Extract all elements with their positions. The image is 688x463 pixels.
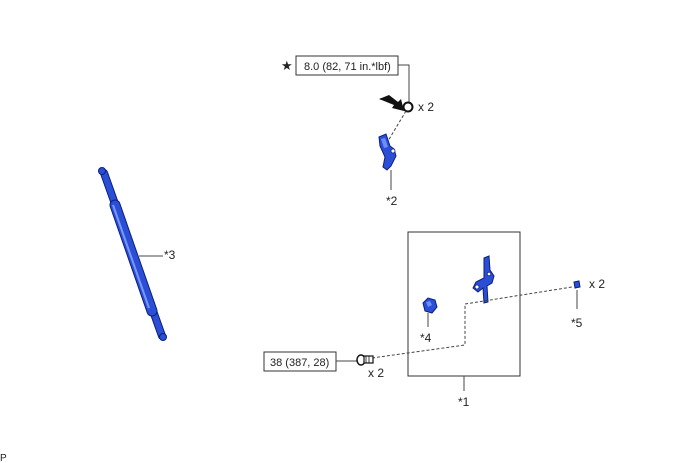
star-icon: ★ — [281, 59, 293, 74]
bolt-to-nut-dash — [371, 286, 573, 359]
top-torque-spec: 8.0 (82, 71 in.*lbf) — [304, 61, 391, 73]
callout-1: *1 — [458, 395, 470, 409]
corner-code: P — [0, 453, 7, 463]
part-4: *4 — [420, 297, 438, 345]
part-3-strut: *3 — [98, 167, 176, 341]
part-2-bracket: *2 — [378, 133, 398, 208]
callout-5: *5 — [571, 316, 583, 330]
arrow-icon — [379, 95, 404, 111]
bottom-bolt — [356, 354, 374, 366]
part-5-nut: x 2 *5 — [571, 277, 605, 330]
bottom-torque-group: 38 (387, 28) x 2 — [263, 351, 384, 380]
assembly-box-group: *1 *4 — [407, 231, 521, 409]
callout-2: *2 — [386, 194, 398, 208]
top-bolt-quantity: x 2 — [418, 100, 434, 114]
top-torque-group: ★ 8.0 (82, 71 in.*lbf) — [281, 55, 410, 102]
bottom-bolt-quantity: x 2 — [368, 366, 384, 380]
hinge-part — [472, 255, 495, 304]
bottom-torque-spec: 38 (387, 28) — [270, 357, 329, 369]
nut-quantity: x 2 — [589, 277, 605, 291]
top-bolt: x 2 — [379, 95, 434, 142]
top-torque-leader — [398, 64, 410, 102]
callout-3: *3 — [164, 248, 176, 262]
top-bolt-dash — [387, 110, 407, 142]
callout-4: *4 — [420, 331, 432, 345]
